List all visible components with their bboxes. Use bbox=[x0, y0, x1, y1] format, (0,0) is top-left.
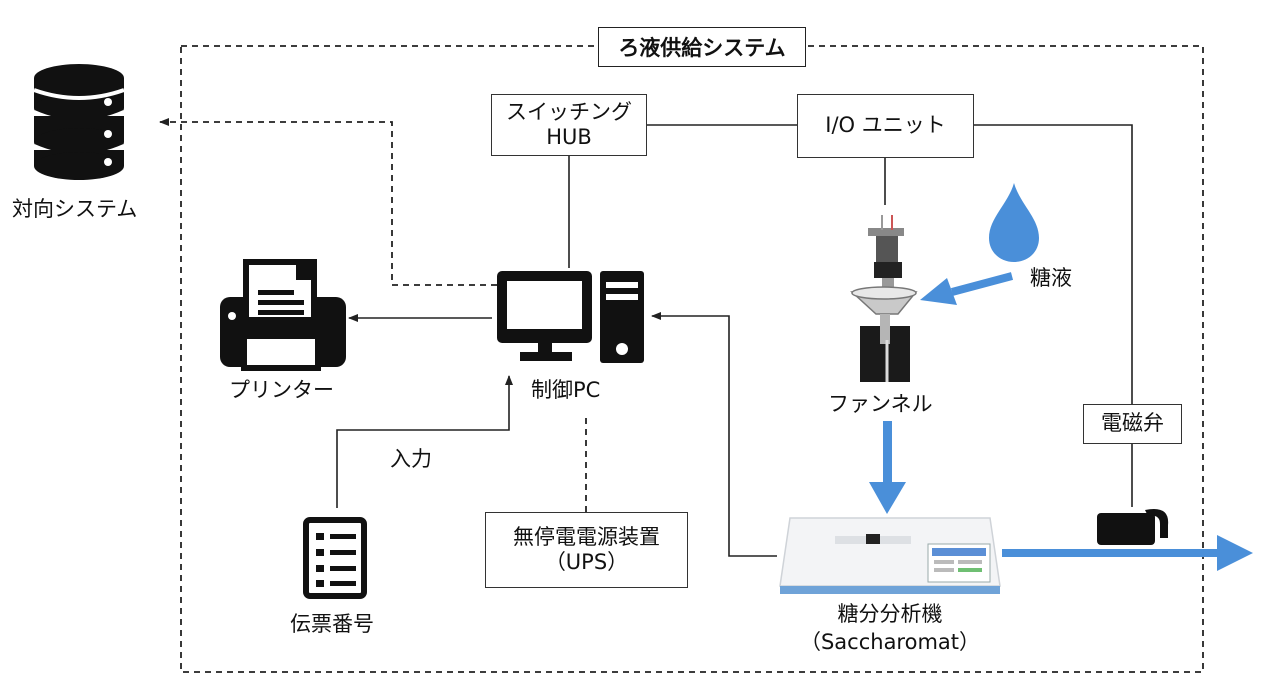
funnel-to-analyzer-arrow-shaft bbox=[883, 421, 892, 483]
database-icon bbox=[33, 64, 125, 180]
control-pc-label: 制御PC bbox=[531, 378, 601, 402]
sugar-liquid-flow-arrow-shaft bbox=[950, 272, 1014, 296]
computer-icon bbox=[497, 271, 644, 363]
switching-hub-label-line2: HUB bbox=[546, 125, 592, 149]
io-to-valve-connector bbox=[974, 124, 1133, 404]
outflow-arrow-shaft bbox=[1002, 549, 1220, 557]
io-unit-box: I/O ユニット bbox=[797, 94, 974, 158]
printer-label: プリンター bbox=[229, 378, 334, 402]
pc-to-database-connector bbox=[159, 118, 497, 286]
switching-hub-box: スイッチング HUB bbox=[491, 94, 647, 156]
funnel-to-analyzer-arrow-head bbox=[869, 482, 906, 514]
sugar-liquid-label: 糖液 bbox=[1030, 266, 1072, 290]
slip-document-icon bbox=[303, 517, 367, 599]
analyzer-label-line1: 糖分分析機 bbox=[837, 602, 943, 626]
sugar-liquid-flow-arrow-head bbox=[920, 278, 957, 305]
slip-to-pc-connector bbox=[336, 375, 513, 508]
analyzer-label-line2: （Saccharomat） bbox=[799, 630, 981, 654]
outflow-arrow-head bbox=[1217, 535, 1253, 571]
sugar-liquid-drop-icon bbox=[989, 183, 1039, 262]
saccharomat-analyzer-image bbox=[779, 517, 1001, 594]
printer-icon bbox=[220, 259, 346, 371]
ups-label-line2: （UPS） bbox=[544, 550, 629, 574]
solenoid-valve-box: 電磁弁 bbox=[1083, 404, 1182, 444]
funnel-apparatus-image bbox=[850, 215, 918, 382]
funnel-label: ファンネル bbox=[828, 392, 933, 416]
slip-number-label: 伝票番号 bbox=[290, 612, 374, 636]
system-title: ろ液供給システム bbox=[598, 27, 806, 67]
analyzer-to-pc-connector bbox=[651, 312, 777, 557]
ups-label-line1: 無停電電源装置 bbox=[513, 524, 660, 549]
switching-hub-label-line1: スイッチング bbox=[506, 99, 632, 124]
input-label: 入力 bbox=[390, 447, 432, 471]
solenoid-valve-icon bbox=[1097, 509, 1169, 545]
database-label: 対向システム bbox=[12, 197, 138, 221]
ups-box: 無停電電源装置 （UPS） bbox=[485, 512, 688, 588]
